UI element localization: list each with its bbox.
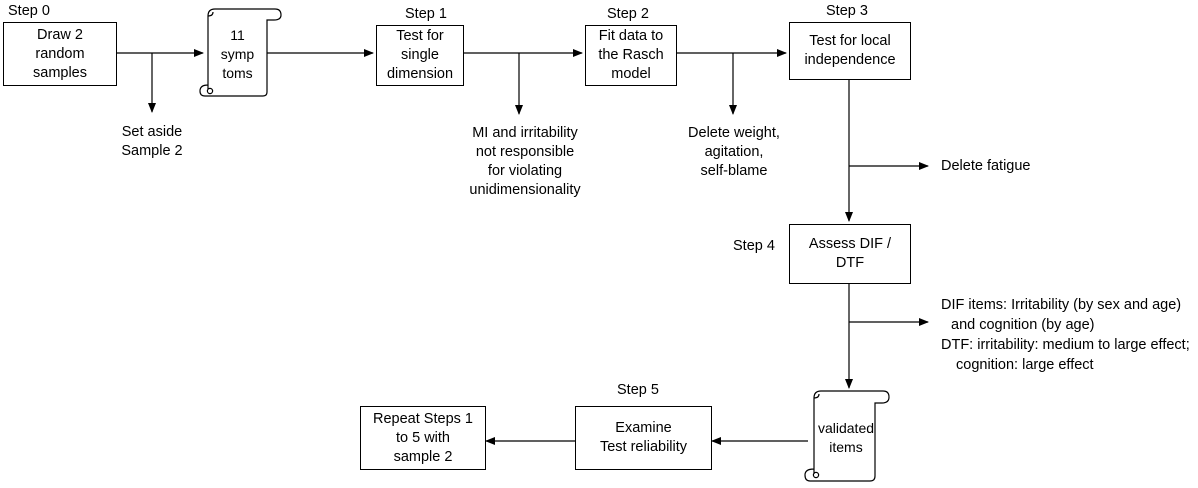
step-4-label: Step 4 <box>733 238 775 254</box>
single-dimension-box: Test for single dimension <box>376 25 464 86</box>
step-3-label: Step 3 <box>826 3 868 19</box>
assess-dif-box: Assess DIF / DTF <box>789 224 911 284</box>
examine-reliability-box: Examine Test reliability <box>575 406 712 470</box>
step-1-label: Step 1 <box>405 6 447 22</box>
symptoms-scroll-shape <box>199 8 282 97</box>
delete-weight-note: Delete weight, agitation, self-blame <box>688 125 780 179</box>
draw-samples-box: Draw 2 random samples <box>3 22 117 86</box>
dtf-line1: DTF: irritability: medium to large effec… <box>941 337 1190 353</box>
mi-irritability-note: MI and irritability not responsible for … <box>469 125 581 198</box>
dif-items-line1: DIF items: Irritability (by sex and age) <box>941 297 1182 313</box>
step-2-label: Step 2 <box>607 6 649 22</box>
set-aside-note: Set aside Sample 2 <box>121 124 183 159</box>
fit-rasch-box: Fit data to the Rasch model <box>585 25 677 86</box>
dif-items-line2: and cognition (by age) <box>951 317 1095 333</box>
step-0-label: Step 0 <box>8 3 50 19</box>
repeat-steps-box: Repeat Steps 1 to 5 with sample 2 <box>360 406 486 470</box>
validated-items-document: validated items <box>817 420 875 455</box>
dtf-line2: cognition: large effect <box>956 357 1094 373</box>
step-5-label: Step 5 <box>617 382 659 398</box>
local-independence-box: Test for local independence <box>789 22 911 80</box>
symptoms-document: 11 symp toms <box>220 26 255 81</box>
delete-fatigue-note: Delete fatigue <box>941 158 1031 174</box>
validated-scroll-shape <box>804 390 890 482</box>
